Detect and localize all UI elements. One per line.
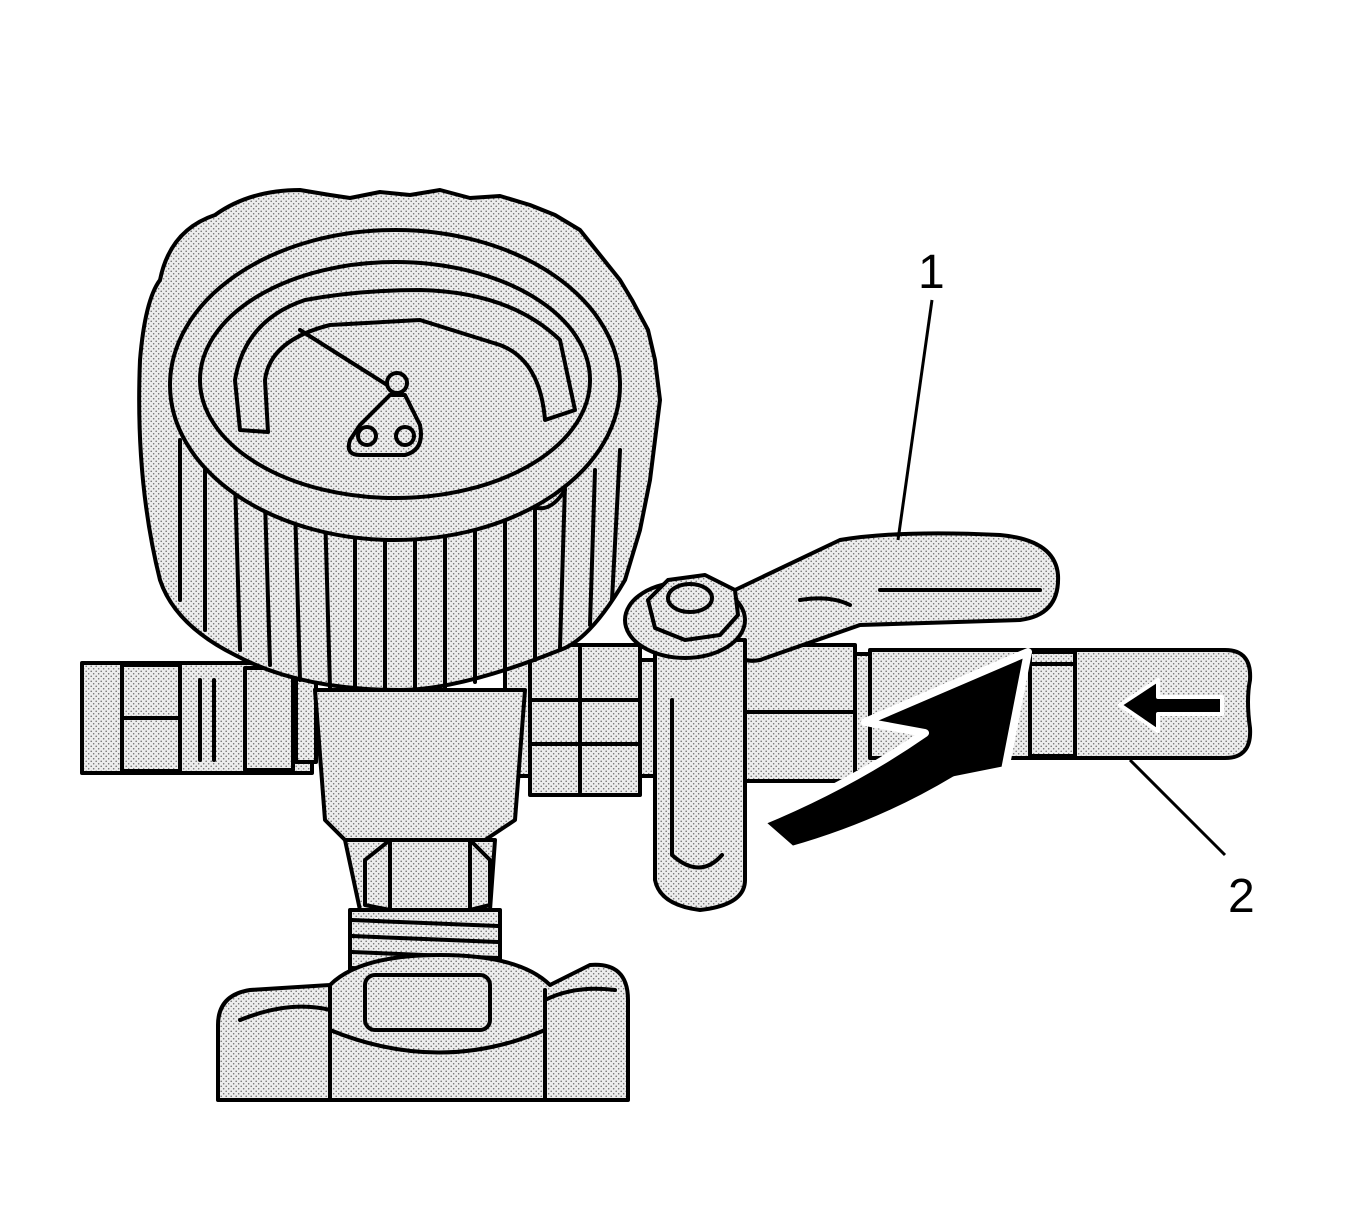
left-fitting	[80, 661, 318, 775]
callout-1-leader	[896, 299, 934, 541]
callout-1-label: 1	[918, 246, 945, 299]
stem	[313, 688, 527, 982]
gauge-face	[168, 228, 622, 542]
valve-handle	[623, 531, 1061, 912]
callout-2-label: 2	[1228, 870, 1255, 923]
base	[216, 953, 630, 1102]
callout-2-leader	[1128, 758, 1227, 857]
flow-arrow	[1118, 678, 1224, 733]
rotation-arrow	[756, 648, 1032, 854]
